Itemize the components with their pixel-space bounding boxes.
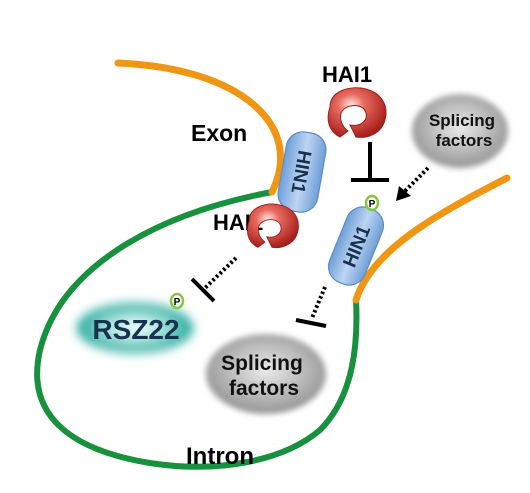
hai1-top-label: HAI1: [322, 62, 372, 87]
splicing-factors-top-line1: Splicing: [429, 111, 495, 130]
dotted-activation-arrow: [396, 166, 430, 201]
splicing-factors-bottom: Splicing factors: [206, 334, 326, 414]
intron-strand: [34, 189, 360, 470]
exon-strand-left: [114, 59, 285, 196]
phospho-hin1-label: P: [369, 199, 376, 210]
exon-label: Exon: [191, 120, 247, 146]
hin1-top-protein: HIN1: [277, 131, 327, 213]
splicing-factors-bottom-line2: factors: [229, 377, 299, 400]
rsz22-label: RSZ22: [92, 314, 179, 345]
phospho-marker-icon: P: [169, 292, 185, 310]
exon-strand-right: [352, 174, 511, 304]
intron-label: Intron: [186, 443, 254, 470]
splicing-factors-top-line2: factors: [436, 131, 493, 150]
inhibition-arrow-top: [351, 142, 389, 182]
phospho-rsz22-label: P: [174, 297, 181, 308]
phospho-marker-hin1-icon: P: [364, 194, 380, 212]
splicing-factors-bottom-line1: Splicing: [221, 352, 303, 375]
dotted-inhibition-right: [295, 286, 327, 328]
dotted-inhibition-left: [190, 256, 238, 303]
hai1-mid-protein-icon: [247, 203, 299, 249]
rsz22-protein: RSZ22: [77, 303, 193, 353]
hin1-right-protein: HIN1: [327, 206, 385, 286]
splicing-factors-top: Splicing factors: [412, 94, 508, 168]
hai1-protein-icon: [327, 87, 387, 138]
